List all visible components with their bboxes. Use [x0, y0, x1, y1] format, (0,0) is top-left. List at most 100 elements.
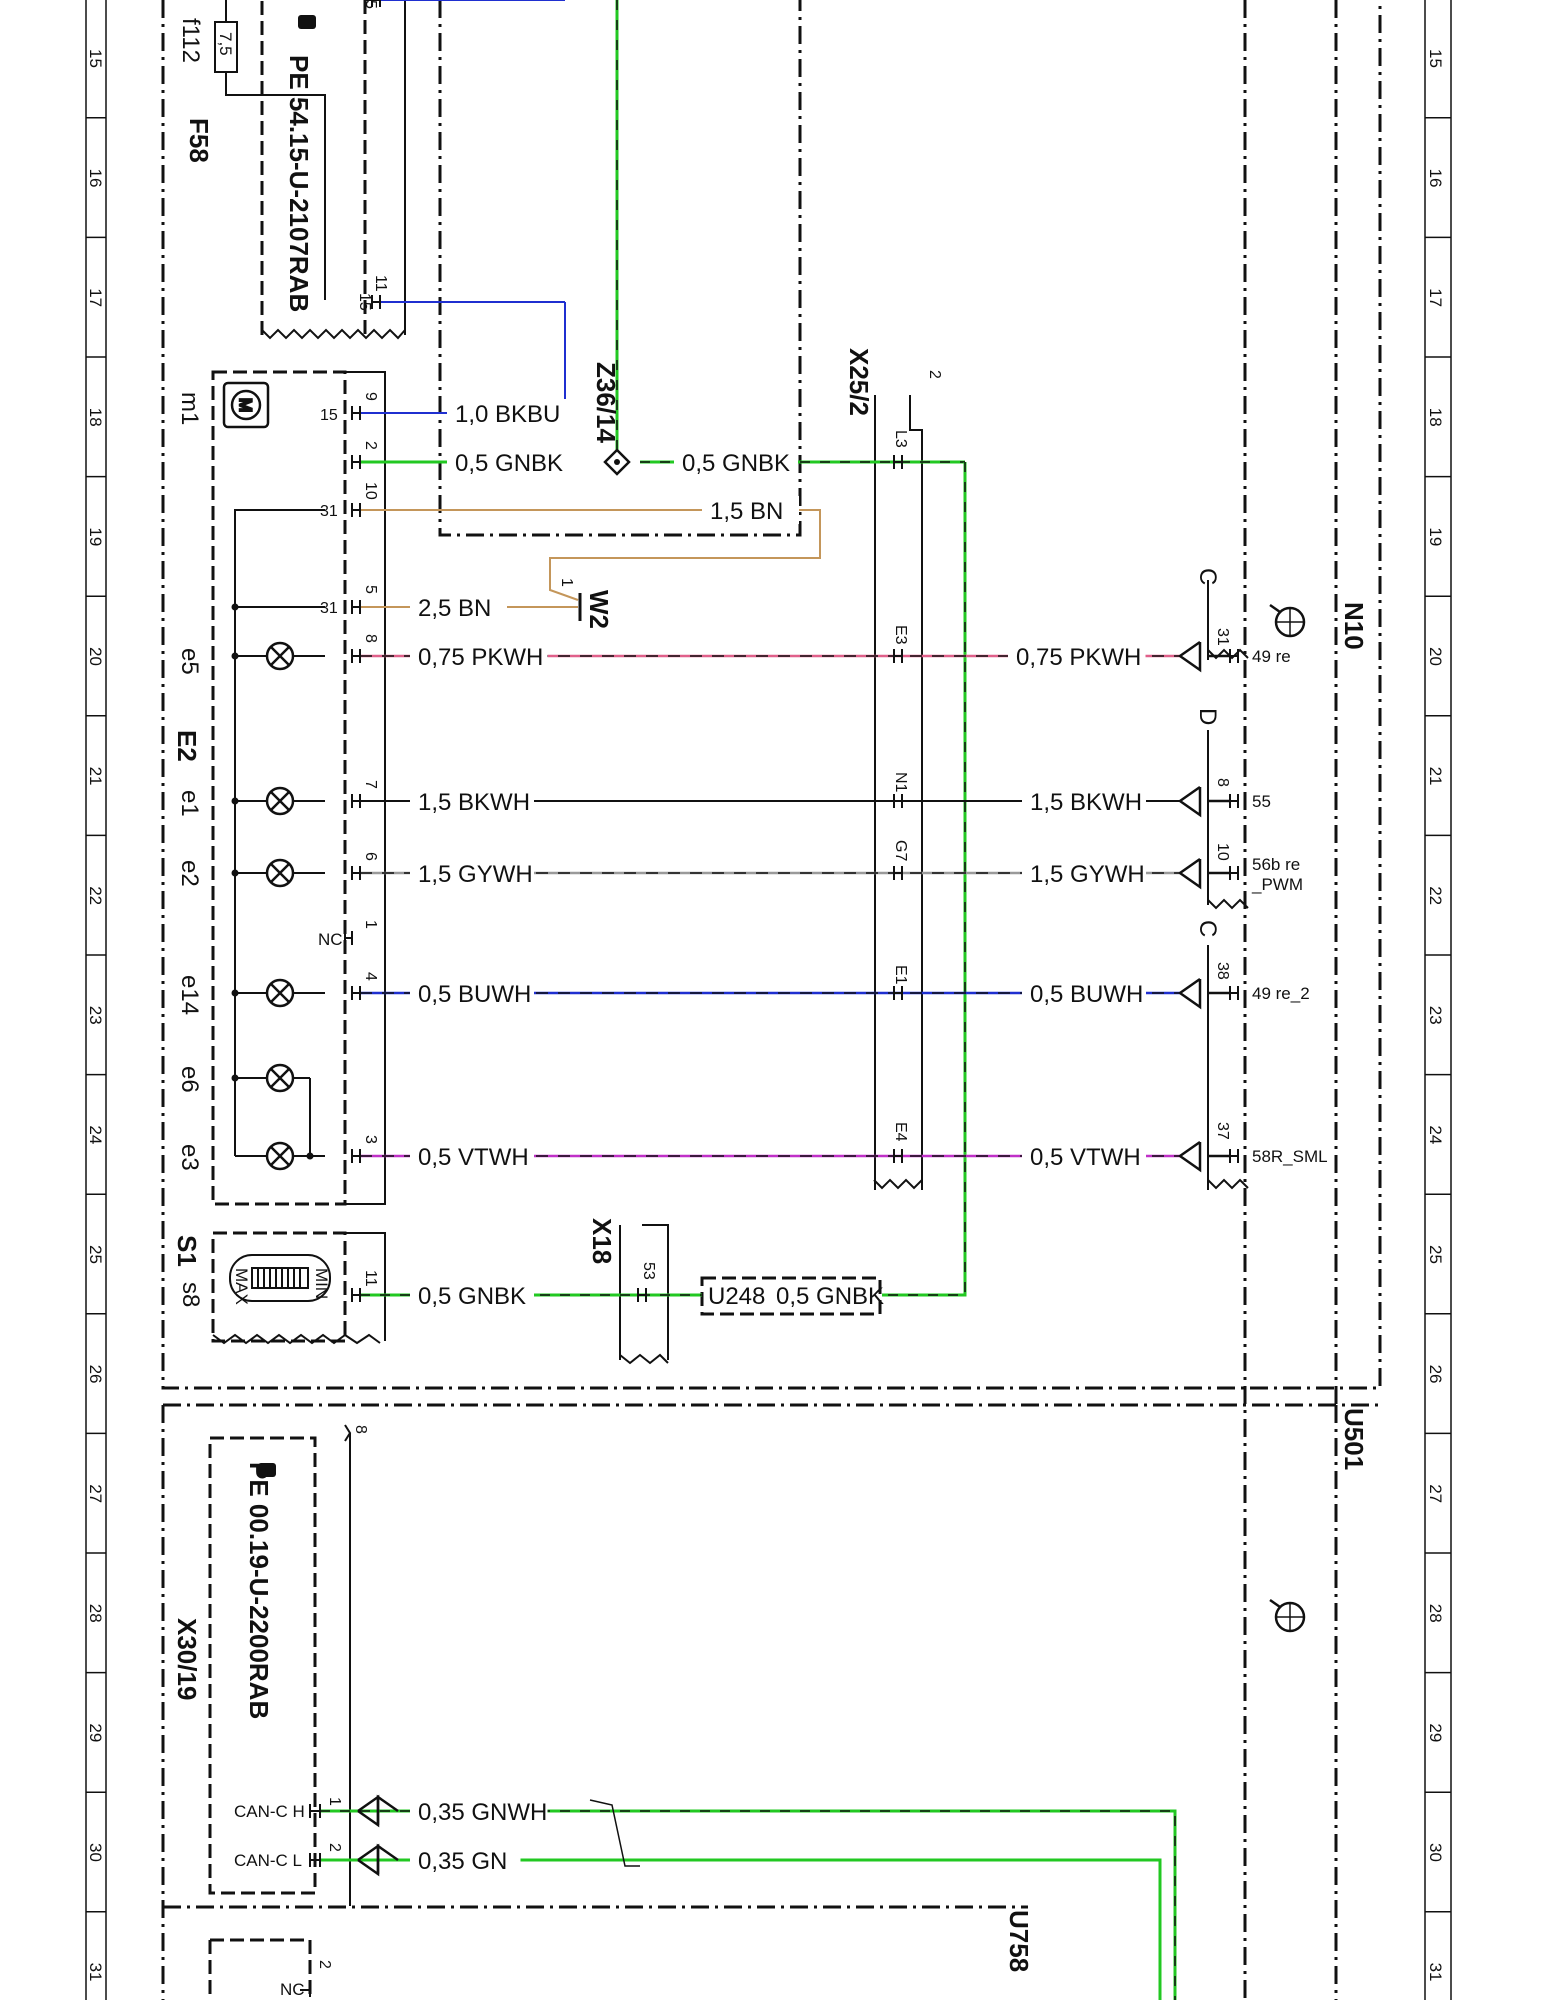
lamp-e3: [265, 1141, 295, 1171]
wire-label-gnbk-b-bg: [674, 448, 798, 476]
wire-label-bn-15-bg: [702, 496, 799, 524]
u501-lamp-icon: [1269, 1598, 1306, 1633]
lamp-e2: [265, 858, 295, 888]
wire-label-gywh-b: 1,5 GYWH: [1030, 861, 1145, 888]
ruler-label-left: 31: [86, 1963, 105, 1982]
wire-label-pkwh-b: 0,75 PKWH: [1016, 644, 1141, 671]
wire-label-gnwh-bg: [410, 1797, 548, 1825]
ruler-label-right: 28: [1426, 1604, 1445, 1623]
pin-label-s1_11: 11: [362, 1270, 379, 1287]
pin-m1-31a: 31: [320, 503, 338, 520]
pin-label-top_5: 5: [362, 0, 379, 9]
ref-x18: X18: [587, 1218, 617, 1264]
signal-49-re: 49 re: [1252, 647, 1291, 666]
ruler-label-right: 21: [1426, 767, 1445, 786]
pin-label-u758_2: 2: [316, 1960, 333, 1969]
wire-label-buwh-a: 0,5 BUWH: [418, 981, 531, 1008]
n10-plug-arrows: [1177, 640, 1230, 1173]
ruler-label-left: 18: [86, 408, 105, 427]
ref-e5: e5: [176, 648, 203, 675]
pin-label-x25_top: 2: [926, 370, 943, 379]
wire-label-bn-25: 2,5 BN: [418, 595, 491, 622]
pin-label-m1_4: 4: [362, 972, 379, 981]
ref-z36: Z36/14: [591, 362, 621, 443]
wire-label-bkwh-b-bg: [1022, 787, 1146, 815]
left-ruler: [85, 0, 107, 2000]
ruler-label-right: 30: [1426, 1843, 1445, 1862]
pin-label-n10_8: 8: [1214, 778, 1231, 787]
ruler-label-right: 27: [1426, 1484, 1445, 1503]
n10-lamp-icon: [1269, 603, 1306, 638]
ruler-label-left: 26: [86, 1365, 105, 1384]
wire-label-pkwh-a-bg: [410, 642, 548, 670]
u248-label: U248: [708, 1283, 765, 1310]
lamp-e6: [265, 1063, 295, 1093]
splice-z36: [603, 448, 631, 476]
wire-label-gn: 0,35 GN: [418, 1848, 507, 1875]
ref-u501: U501: [1339, 1408, 1369, 1470]
ref-x30: X30/19: [172, 1618, 202, 1700]
pin-m1-31b: 31: [320, 600, 338, 617]
ruler-label-right: 15: [1426, 49, 1445, 68]
ruler-label-left: 21: [86, 767, 105, 786]
fuse-value: 7,5: [216, 32, 235, 56]
pin-label-can_1: 1: [326, 1797, 343, 1806]
wire-label-bkwh-a-bg: [410, 787, 534, 815]
pin-label-x18_53: 53: [640, 1262, 657, 1280]
ruler-label-right: 23: [1426, 1006, 1445, 1025]
ruler-label-left: 25: [86, 1245, 105, 1264]
ruler-label-right: 31: [1426, 1963, 1445, 1982]
pin-label-x25_N1: N1: [892, 772, 909, 793]
ruler-label-left: 16: [86, 169, 105, 188]
ruler-label-left: 24: [86, 1125, 105, 1144]
wire-label-vtwh-b: 0,5 VTWH: [1030, 1144, 1141, 1171]
wire-label-gnbk-a: 0,5 GNBK: [455, 450, 563, 477]
pin-label-w2_pin: 1: [558, 578, 575, 587]
wire-label-bkbu-bg: [447, 399, 571, 427]
pin-m1-nc: NC: [318, 930, 343, 949]
ruler-label-left: 27: [86, 1484, 105, 1503]
signal-55: 55: [1252, 792, 1271, 811]
pin-u758-nc: NC: [280, 1980, 305, 1999]
pin-label-n10_38: 38: [1214, 962, 1231, 980]
ruler-label-right: 24: [1426, 1125, 1445, 1144]
ref-conn_c2: C: [1194, 920, 1221, 937]
wire-label-bkbu: 1,0 BKBU: [455, 401, 560, 428]
ref-pe_top: PE 54.15-U-2107RAB: [284, 55, 314, 312]
pin-label-n10_37: 37: [1214, 1122, 1231, 1140]
ruler-label-right: 26: [1426, 1365, 1445, 1384]
dimmer-icon: [229, 1254, 331, 1302]
ref-x25: X25/2: [844, 348, 874, 416]
pin-label-can_2: 2: [326, 1843, 343, 1852]
lamp-e1: [265, 786, 295, 816]
lamp-e5: [265, 641, 295, 671]
wire-label-bn-25-bg: [410, 593, 507, 621]
ref-e2: e2: [176, 860, 203, 887]
hand-pointer-icon: [258, 15, 316, 1477]
wire-label-gnbk-s1-bg: [410, 1281, 534, 1309]
signal-can-l: CAN-C L: [234, 1851, 302, 1870]
pin-label-n10_31: 31: [1214, 628, 1231, 646]
pin-label-m1_10: 10: [362, 482, 379, 500]
ruler-label-left: 29: [86, 1723, 105, 1742]
pin-label-m1_9: 9: [362, 392, 379, 401]
pin-label-x25_G7: G7: [892, 840, 909, 861]
ref-e2: E2: [172, 730, 202, 762]
svg-text:M: M: [236, 398, 255, 412]
lamp-e14: [265, 978, 295, 1008]
ruler-label-right: 22: [1426, 886, 1445, 905]
ruler-label-left: 28: [86, 1604, 105, 1623]
wire-label-gywh-b-bg: [1022, 859, 1146, 887]
ruler-label-left: 20: [86, 647, 105, 666]
signal-can-h: CAN-C H: [234, 1802, 305, 1821]
ruler-label-right: 25: [1426, 1245, 1445, 1264]
ruler-label-right: 17: [1426, 288, 1445, 307]
ref-u758: U758: [1004, 1910, 1034, 1972]
motor-icon: M: [222, 381, 270, 429]
pin-label-m1_1: 1: [362, 920, 379, 929]
wire-label-gn-bg: [410, 1846, 521, 1874]
pin-label-top_11: 11: [372, 275, 389, 292]
dimmer-min-label: MIN: [312, 1268, 331, 1299]
